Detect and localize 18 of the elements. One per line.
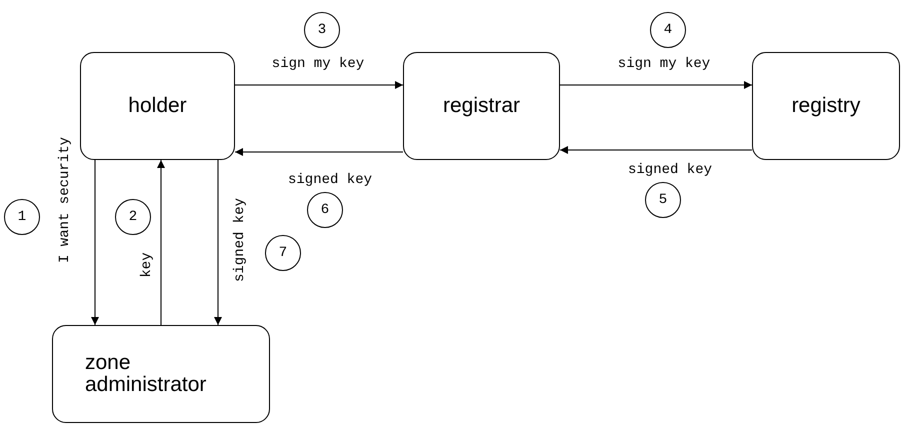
process-box: zone administrator <box>52 325 270 423</box>
edge-label: signed key <box>232 198 248 282</box>
arrow <box>91 160 99 326</box>
arrow <box>234 81 404 89</box>
edge-label: sign my key <box>618 56 710 72</box>
arrow <box>560 81 752 89</box>
process-box: registry <box>752 52 900 160</box>
edge-label: signed key <box>288 172 372 188</box>
process-box: registrar <box>403 52 560 160</box>
arrow <box>560 146 752 154</box>
arrow <box>234 148 404 156</box>
edge-label: I want security <box>57 136 73 264</box>
arrow <box>214 160 222 326</box>
edge-label: key <box>139 252 155 278</box>
arrow <box>157 160 165 326</box>
edge-label: sign my key <box>272 56 364 72</box>
edge-label: signed key <box>628 162 712 178</box>
process-box: holder <box>80 52 235 160</box>
